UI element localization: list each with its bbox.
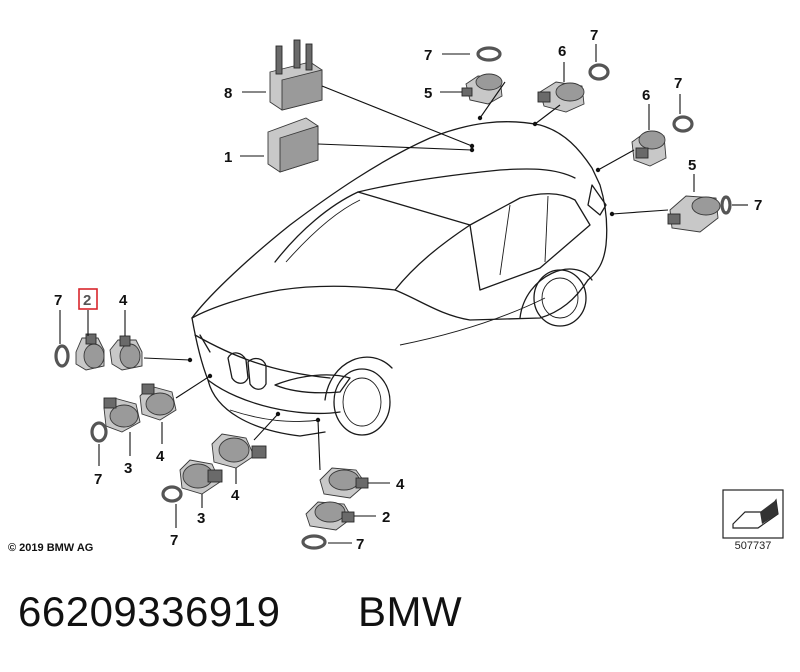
ultrasonic-sensor-right-5 [667,195,721,233]
ultrasonic-sensor-top-6b [631,130,667,167]
decoupling-ring-right-4 [720,195,732,215]
ultrasonic-sensor-top-6a [537,81,585,113]
decoupling-ring-top-1 [476,46,502,62]
control-unit-module-1 [267,117,319,173]
vehicle-direction-icon [722,489,784,539]
callout-mid-7: 7 [170,532,178,549]
callout-top-7b: 7 [590,27,598,44]
callout-left-2-highlighted: 2 [83,292,91,309]
ultrasonic-sensor-left-2 [75,333,105,371]
callout-top-6b: 6 [642,87,650,104]
car-illustration [191,121,608,437]
copyright-notice: © 2019 BMW AG [8,542,94,554]
callout-top-5: 5 [424,85,432,102]
highlight-box [78,288,98,310]
part-number: 66209336919 [18,588,281,635]
callout-mid-3: 3 [197,510,205,527]
callout-left-4: 4 [119,292,128,309]
callout-right-bottom-7: 7 [356,536,364,553]
callout-top-6a: 6 [558,43,566,60]
callout-top-7a: 7 [424,47,432,64]
control-unit-module-8 [269,39,323,111]
callout-right-4: 4 [396,476,405,493]
brand-name: BMW [358,588,463,635]
decoupling-ring-left-1 [54,344,70,368]
callout-left-7: 7 [54,292,62,309]
callout-right-2: 2 [382,509,390,526]
callout-left-4b: 4 [156,448,165,465]
decoupling-ring-left-2 [90,421,108,443]
figure-number: 507737 [734,540,772,552]
callout-mid-4: 4 [231,487,240,504]
decoupling-ring-mid [161,485,183,503]
ultrasonic-sensor-mid-3 [179,459,223,495]
ultrasonic-sensor-top-5 [461,73,503,105]
callout-left-7b: 7 [94,471,102,488]
decoupling-ring-right-bottom [301,534,327,550]
ultrasonic-sensor-left-4b [139,383,177,421]
decoupling-ring-top-3 [672,115,694,133]
parts-diagram: 7 5 6 7 6 7 5 7 8 1 7 2 4 7 3 4 4 3 7 4 … [54,27,784,553]
callout-right-7: 7 [754,197,762,214]
callout-top-7c: 7 [674,75,682,92]
callout-8: 8 [224,85,232,102]
ultrasonic-sensor-mid-4 [211,433,267,469]
ultrasonic-sensor-right-2 [305,501,355,531]
callout-left-3: 3 [124,460,132,477]
callout-1: 1 [224,149,232,166]
decoupling-ring-top-2 [588,63,610,81]
callout-top-5b: 5 [688,157,696,174]
ultrasonic-sensor-left-3 [103,397,141,433]
leader-lines [59,44,748,544]
ultrasonic-sensor-left-4 [109,335,143,371]
ultrasonic-sensor-right-4 [319,467,369,499]
callout-numbers: 7 5 6 7 6 7 5 7 8 1 7 2 4 7 3 4 4 3 7 4 … [54,27,762,553]
